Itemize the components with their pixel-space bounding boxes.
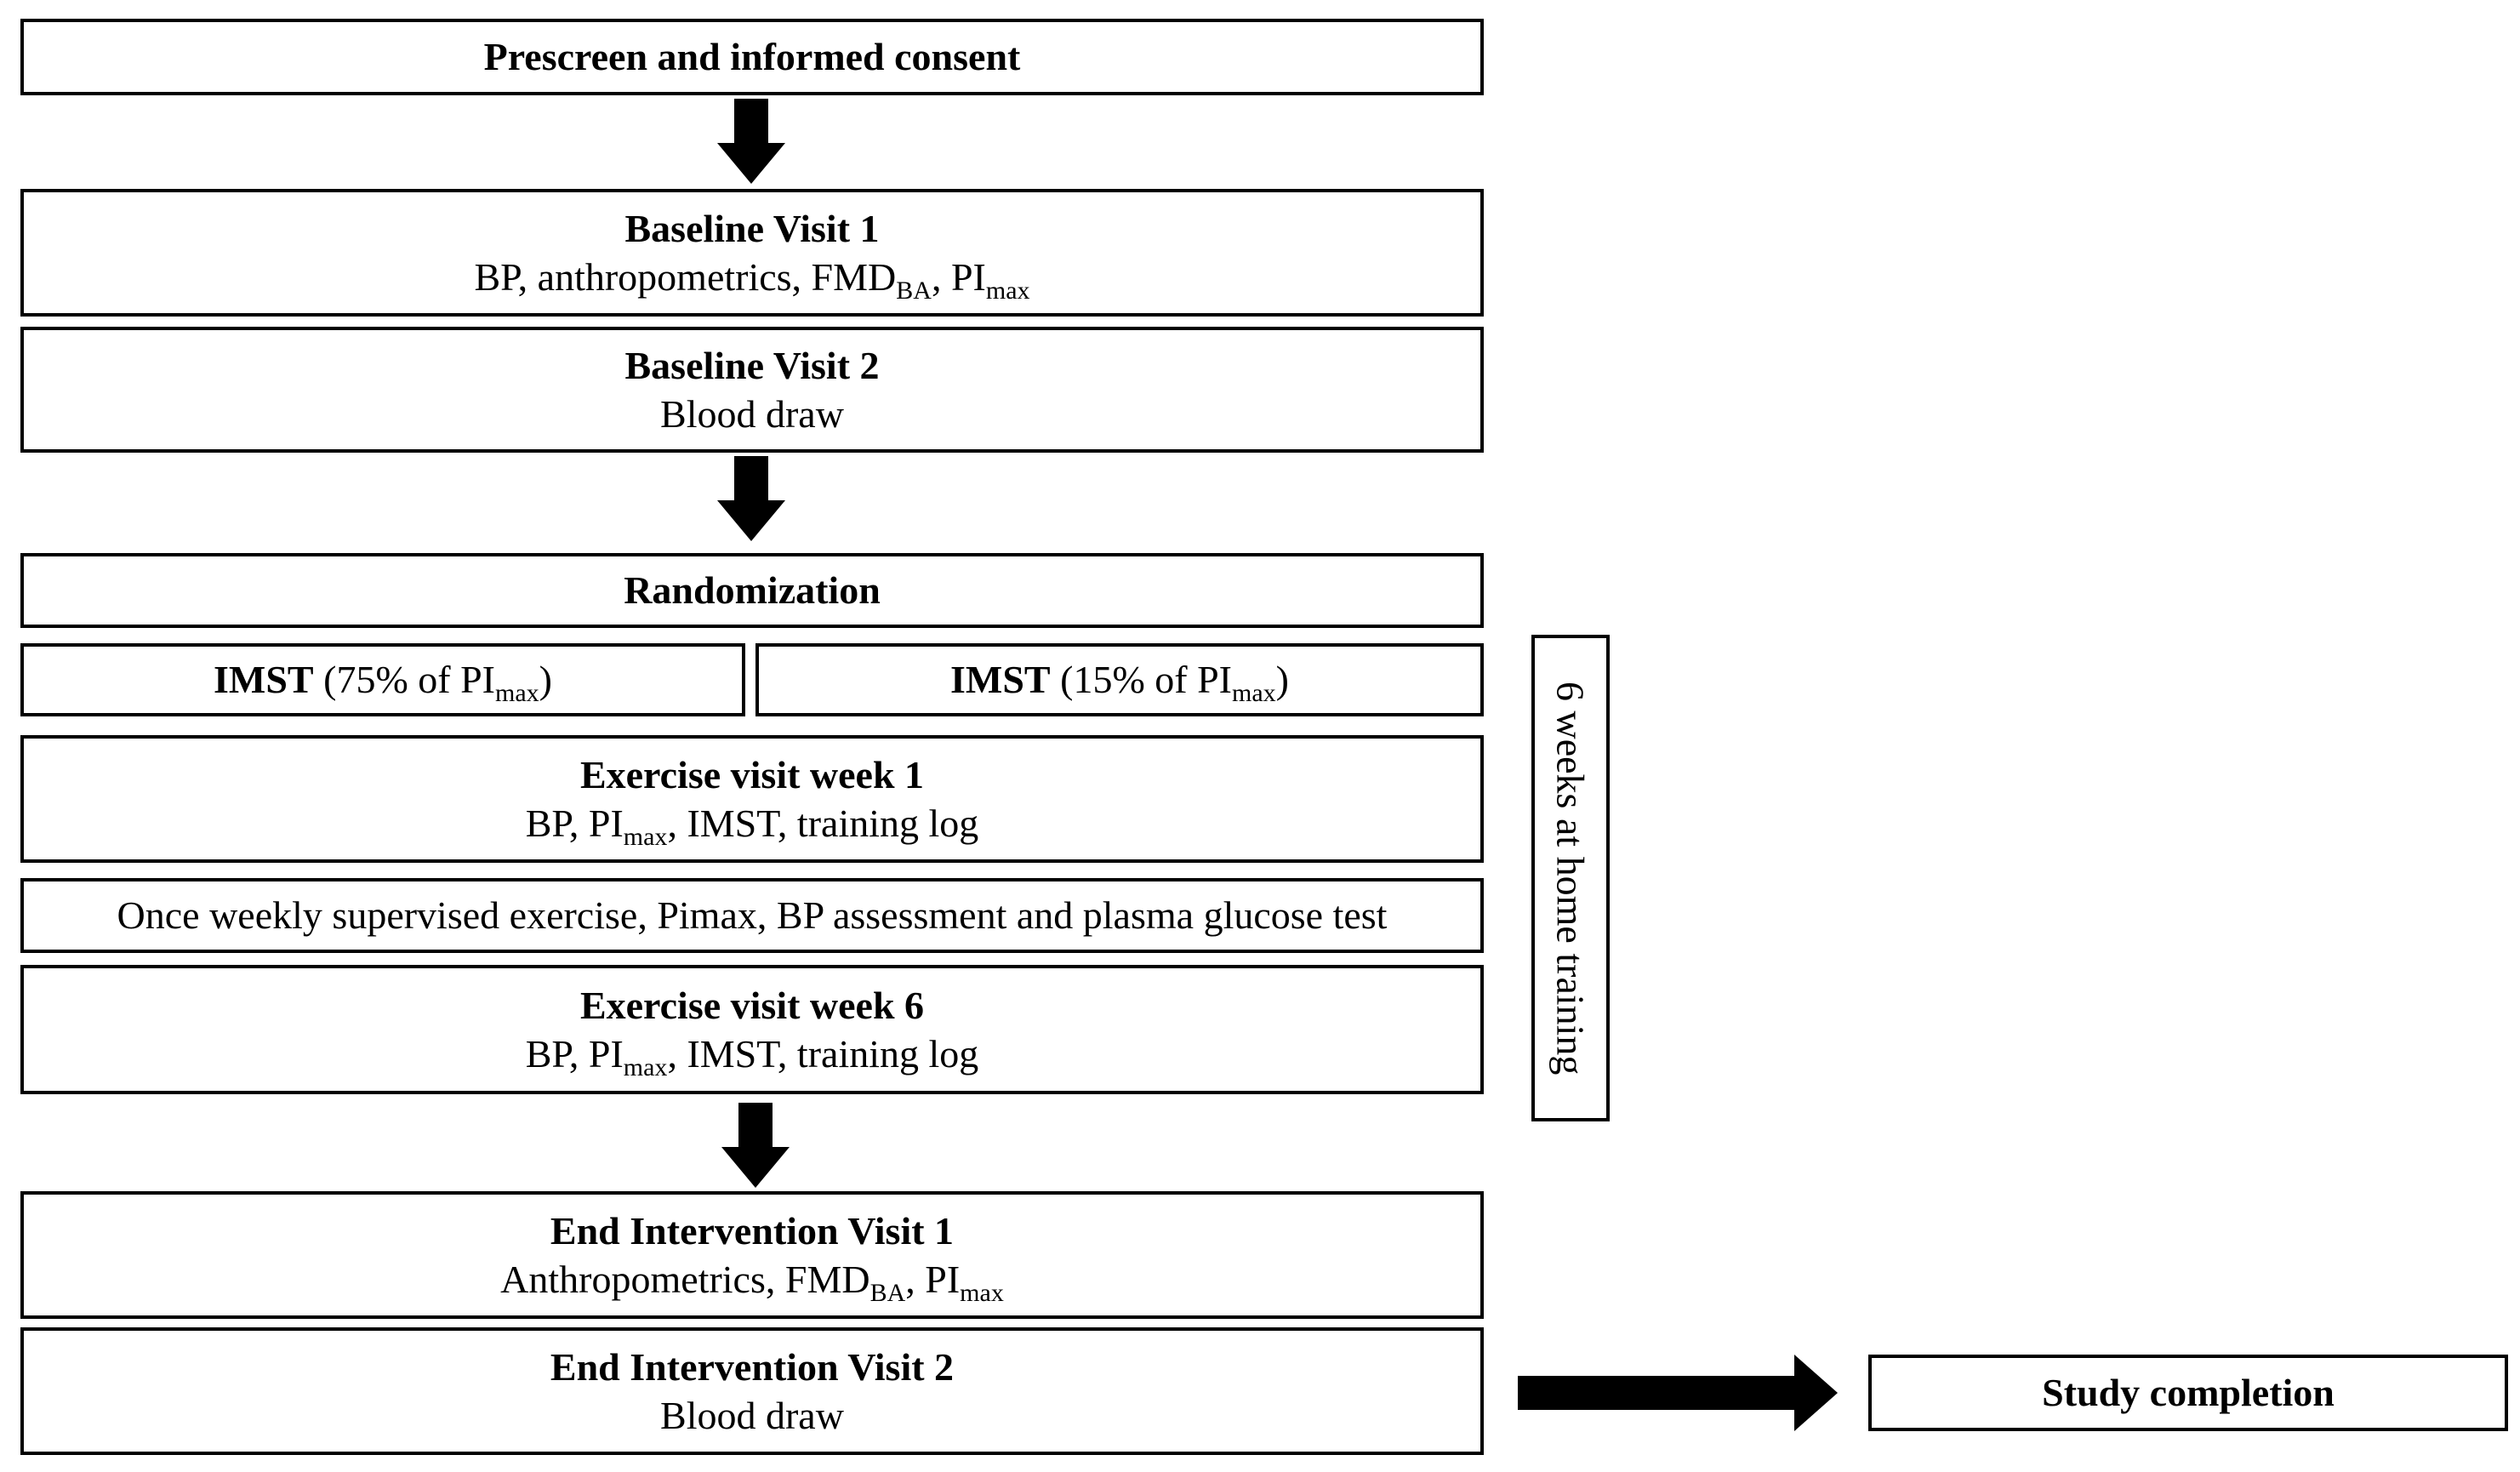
end-intervention-visit-2-box: End Intervention Visit 2 Blood draw xyxy=(20,1327,1484,1455)
exercise-week-6-box: Exercise visit week 6 BP, PImax, IMST, t… xyxy=(20,965,1484,1094)
exercise-week-6-detail: BP, PImax, IMST, training log xyxy=(525,1032,979,1081)
exercise-week-6-title: Exercise visit week 6 xyxy=(579,983,925,1027)
end-intervention-visit-1-detail: Anthropometrics, FMDBA, PImax xyxy=(500,1258,1004,1307)
end-intervention-visit-2-detail: Blood draw xyxy=(660,1394,844,1437)
baseline-visit-2-detail: Blood draw xyxy=(660,392,844,436)
prescreen-title: Prescreen and informed consent xyxy=(483,35,1021,79)
study-completion-box: Study completion xyxy=(1868,1355,2508,1431)
arrow-down-icon xyxy=(717,456,785,541)
home-training-label: 6 weeks at home training xyxy=(1548,681,1593,1075)
weekly-supervised-box: Once weekly supervised exercise, Pimax, … xyxy=(20,878,1484,953)
study-completion-title: Study completion xyxy=(2042,1371,2335,1415)
end-intervention-visit-1-box: End Intervention Visit 1 Anthropometrics… xyxy=(20,1191,1484,1319)
baseline-visit-2-title: Baseline Visit 2 xyxy=(624,343,880,387)
imst-high-arm-label: IMST (75% of PImax) xyxy=(214,658,552,708)
weekly-supervised-text: Once weekly supervised exercise, Pimax, … xyxy=(117,893,1388,938)
baseline-visit-1-box: Baseline Visit 1 BP, anthropometrics, FM… xyxy=(20,189,1484,317)
baseline-visit-1-title: Baseline Visit 1 xyxy=(624,206,880,250)
imst-low-arm-label: IMST (15% of PImax) xyxy=(950,658,1289,708)
arrow-down-icon xyxy=(717,99,785,184)
home-training-box: 6 weeks at home training xyxy=(1531,635,1610,1121)
exercise-week-1-title: Exercise visit week 1 xyxy=(579,752,925,796)
end-intervention-visit-1-title: End Intervention Visit 1 xyxy=(550,1208,955,1252)
exercise-week-1-detail: BP, PImax, IMST, training log xyxy=(525,802,979,851)
exercise-week-1-box: Exercise visit week 1 BP, PImax, IMST, t… xyxy=(20,735,1484,863)
arrow-down-icon xyxy=(721,1103,790,1188)
imst-low-arm-box: IMST (15% of PImax) xyxy=(755,643,1484,716)
prescreen-box: Prescreen and informed consent xyxy=(20,19,1484,95)
randomization-title: Randomization xyxy=(624,568,881,613)
randomization-box: Randomization xyxy=(20,553,1484,628)
baseline-visit-2-box: Baseline Visit 2 Blood draw xyxy=(20,327,1484,453)
end-intervention-visit-2-title: End Intervention Visit 2 xyxy=(550,1344,955,1389)
baseline-visit-1-detail: BP, anthropometrics, FMDBA, PImax xyxy=(474,255,1030,305)
arrow-right-icon xyxy=(1518,1355,1838,1431)
imst-high-arm-box: IMST (75% of PImax) xyxy=(20,643,745,716)
